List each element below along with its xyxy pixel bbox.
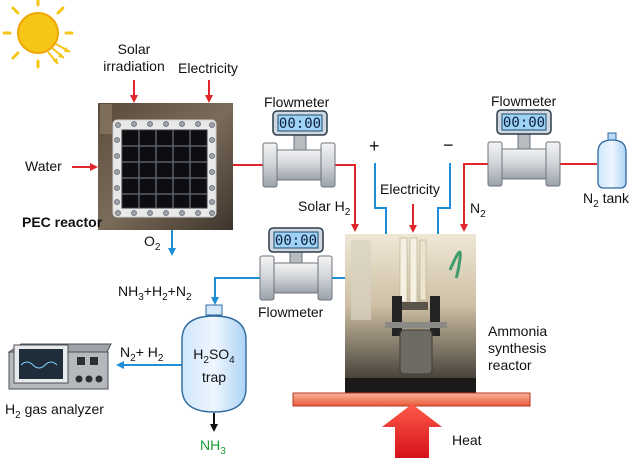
flowmeter-2 (487, 109, 561, 187)
n2-tank-label: N2 tank (583, 190, 630, 210)
flowmeter-1-label: Flowmeter (264, 94, 330, 110)
solar-h2-label: Solar H2 (298, 198, 351, 218)
heat-label: Heat (452, 432, 482, 448)
outlet-mixture-label: NH3+H2+N2 (118, 283, 192, 303)
positive-wire (374, 163, 387, 234)
positive-terminal-label: + (369, 136, 380, 156)
flowmeter-1-display: 00:00 (279, 116, 321, 132)
h2so4-trap-vessel (181, 304, 247, 413)
negative-terminal-label: − (443, 135, 454, 155)
water-label: Water (25, 158, 62, 174)
solar-h2-line (333, 164, 359, 232)
flowmeter-3-display: 00:00 (275, 233, 317, 249)
electricity-top-label: Electricity (178, 60, 238, 76)
flowmeter-2-label: Flowmeter (491, 93, 557, 109)
gas-analyzer-label: H2 gas analyzer (5, 401, 104, 421)
outlet-line (211, 277, 260, 305)
heater-plate (292, 392, 531, 407)
gas-analyzer-icon (7, 343, 112, 390)
o2-label: O2 (144, 233, 161, 253)
flowmeter-2-display: 00:00 (503, 115, 545, 131)
ammonia-reactor-photo (345, 234, 476, 393)
analyzer-gas-label: N2+ H2 (120, 344, 164, 364)
electricity-reactor-label: Electricity (380, 181, 440, 197)
negative-wire (437, 163, 451, 234)
n2-label: N2 (470, 200, 486, 220)
pec-reactor-label: PEC reactor (22, 214, 103, 230)
n2-line (460, 163, 488, 232)
n2-tank-icon (597, 132, 627, 189)
pec-reactor-photo (98, 103, 233, 230)
nh3-product-label: NH3 (200, 437, 226, 457)
heat-arrow (382, 404, 442, 458)
sun-icon (2, 0, 74, 69)
flowmeter-3 (259, 227, 333, 301)
flowmeter-1 (262, 110, 336, 188)
flowmeter-3-label: Flowmeter (258, 304, 324, 320)
